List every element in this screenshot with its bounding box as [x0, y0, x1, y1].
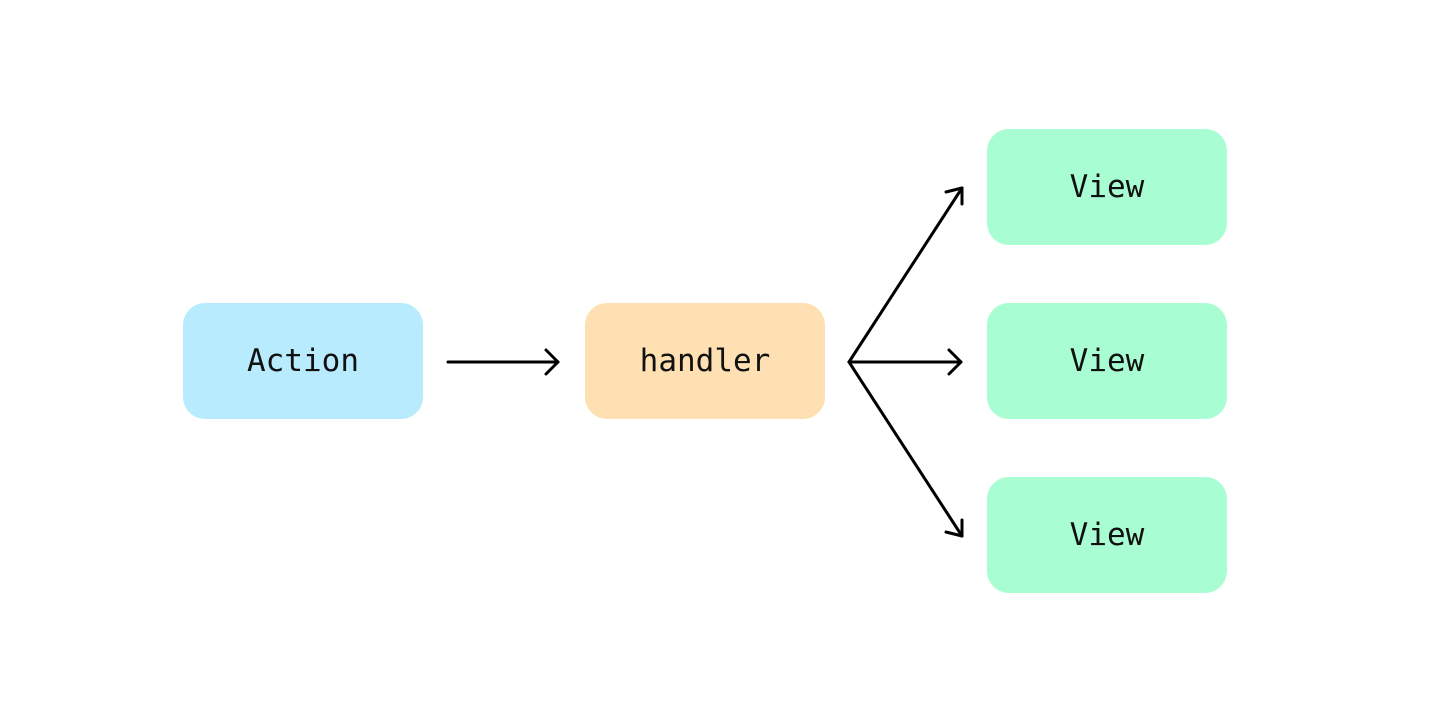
view-node-bottom: View: [987, 477, 1227, 593]
arrow-handler-to-view-2: [847, 348, 963, 376]
view-node-top-label: View: [1069, 169, 1145, 205]
view-node-top: View: [987, 129, 1227, 245]
view-node-middle: View: [987, 303, 1227, 419]
arrow-handler-to-view-1: [847, 186, 964, 364]
view-node-middle-label: View: [1069, 343, 1145, 379]
handler-node: handler: [585, 303, 825, 419]
action-node: Action: [183, 303, 423, 419]
action-node-label: Action: [247, 343, 359, 379]
arrow-action-to-handler: [446, 348, 560, 376]
arrow-handler-to-view-3: [847, 360, 964, 538]
view-node-bottom-label: View: [1069, 517, 1145, 553]
handler-node-label: handler: [639, 343, 771, 379]
